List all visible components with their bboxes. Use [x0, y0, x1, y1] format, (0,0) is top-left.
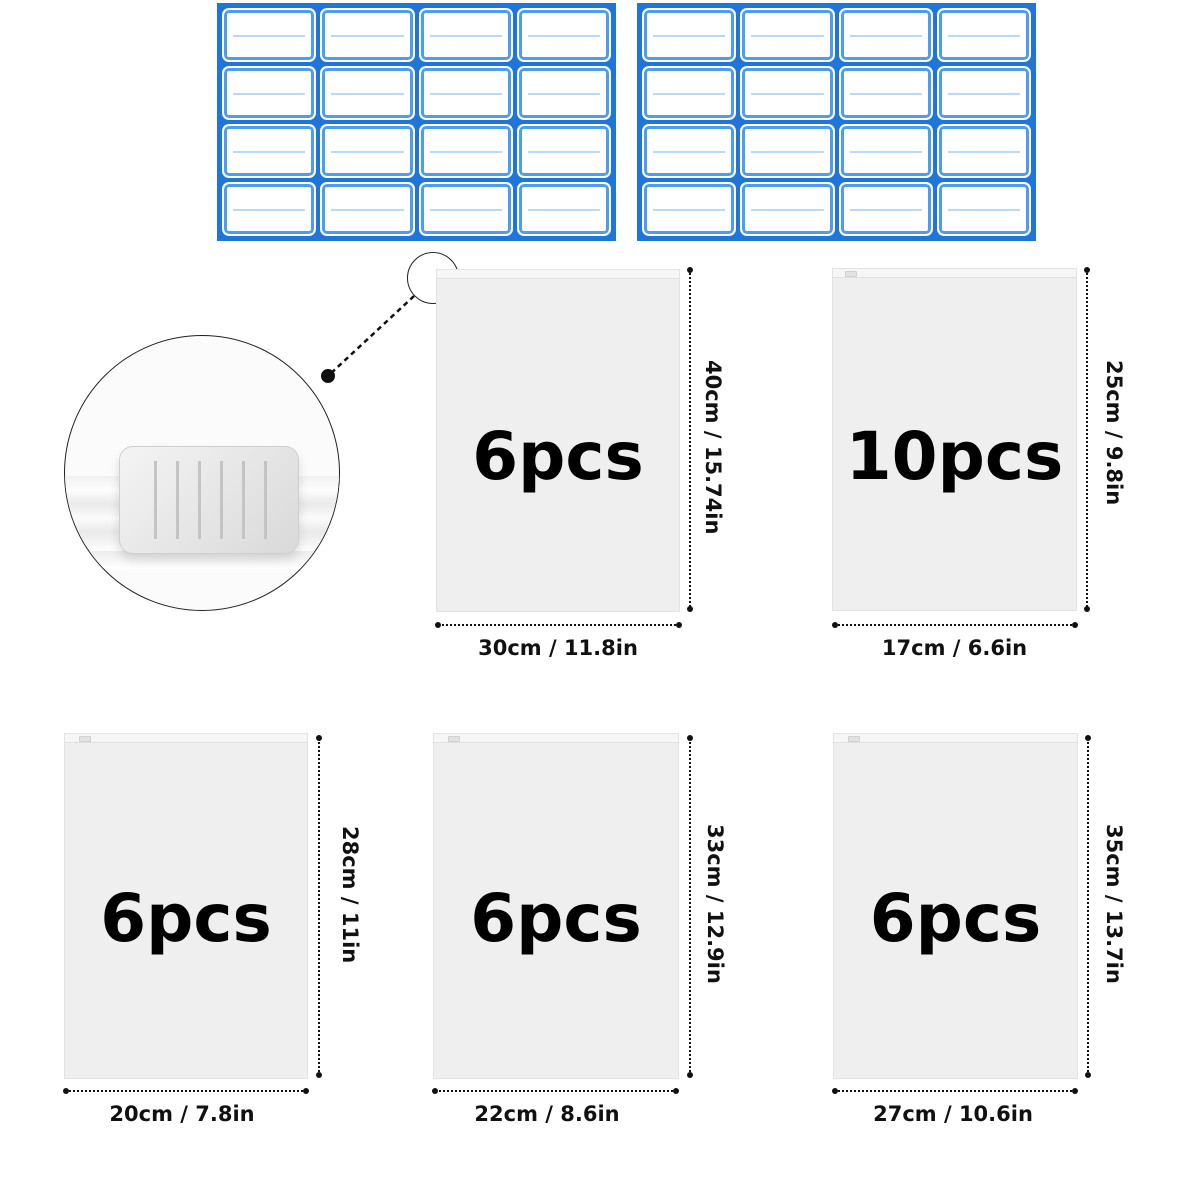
name-label-sticker	[418, 66, 513, 120]
zipper-puller	[119, 446, 299, 554]
height-dimension-line	[689, 738, 691, 1076]
bag-35x27: 6pcs	[833, 733, 1078, 1079]
label-sheet-right	[637, 3, 1036, 241]
height-dimension-line	[1087, 738, 1089, 1076]
width-dimension-line	[438, 624, 680, 626]
bag-33x22: 6pcs	[433, 733, 679, 1079]
label-sheet-left	[217, 3, 616, 241]
name-label-sticker	[642, 182, 737, 236]
name-label-sticker	[516, 8, 611, 62]
name-label-sticker	[320, 66, 415, 120]
name-label-sticker	[740, 182, 835, 236]
height-dimension-line	[318, 738, 320, 1076]
height-dimension-label: 25cm / 9.8in	[1102, 360, 1126, 506]
bag-count: 6pcs	[100, 880, 272, 957]
width-dimension-line	[835, 1090, 1076, 1092]
name-label-sticker	[936, 8, 1031, 62]
name-label-sticker	[838, 124, 933, 178]
name-label-sticker	[936, 66, 1031, 120]
name-label-sticker	[418, 8, 513, 62]
bag-28x20: 6pcs	[64, 733, 308, 1079]
name-label-sticker	[516, 124, 611, 178]
name-label-sticker	[740, 8, 835, 62]
height-dimension-line	[1086, 270, 1088, 610]
bag-count: 10pcs	[845, 418, 1064, 495]
width-dimension-line	[66, 1090, 306, 1092]
name-label-sticker	[642, 66, 737, 120]
name-label-sticker	[222, 182, 317, 236]
name-label-sticker	[516, 66, 611, 120]
name-label-sticker	[936, 124, 1031, 178]
name-label-sticker	[838, 8, 933, 62]
height-dimension-label: 35cm / 13.7in	[1102, 824, 1126, 984]
width-dimension-label: 22cm / 8.6in	[474, 1102, 620, 1126]
width-dimension-label: 20cm / 7.8in	[109, 1102, 255, 1126]
zipper-closeup	[64, 335, 340, 611]
name-label-sticker	[740, 124, 835, 178]
height-dimension-line	[689, 270, 691, 610]
name-label-sticker	[642, 124, 737, 178]
name-label-sticker	[936, 182, 1031, 236]
bag-count: 6pcs	[869, 880, 1042, 957]
bag-count: 6pcs	[470, 880, 642, 957]
width-dimension-label: 17cm / 6.6in	[881, 636, 1028, 660]
width-dimension-line	[835, 624, 1075, 626]
name-label-sticker	[418, 182, 513, 236]
name-label-sticker	[320, 124, 415, 178]
name-label-sticker	[222, 66, 317, 120]
height-dimension-label: 33cm / 12.9in	[703, 824, 727, 984]
bag-40x30: 6pcs	[436, 269, 680, 612]
name-label-sticker	[418, 124, 513, 178]
name-label-sticker	[740, 66, 835, 120]
name-label-sticker	[838, 66, 933, 120]
width-dimension-label: 30cm / 11.8in	[478, 636, 638, 660]
bag-count: 6pcs	[472, 418, 644, 495]
name-label-sticker	[516, 182, 611, 236]
width-dimension-line	[435, 1090, 677, 1092]
height-dimension-label: 40cm / 15.74in	[701, 360, 725, 535]
name-label-sticker	[642, 8, 737, 62]
name-label-sticker	[320, 182, 415, 236]
height-dimension-label: 28cm / 11in	[338, 826, 362, 964]
width-dimension-label: 27cm / 10.6in	[873, 1102, 1033, 1126]
name-label-sticker	[838, 182, 933, 236]
name-label-sticker	[320, 8, 415, 62]
bag-25x17: 10pcs	[832, 268, 1077, 611]
name-label-sticker	[222, 124, 317, 178]
name-label-sticker	[222, 8, 317, 62]
